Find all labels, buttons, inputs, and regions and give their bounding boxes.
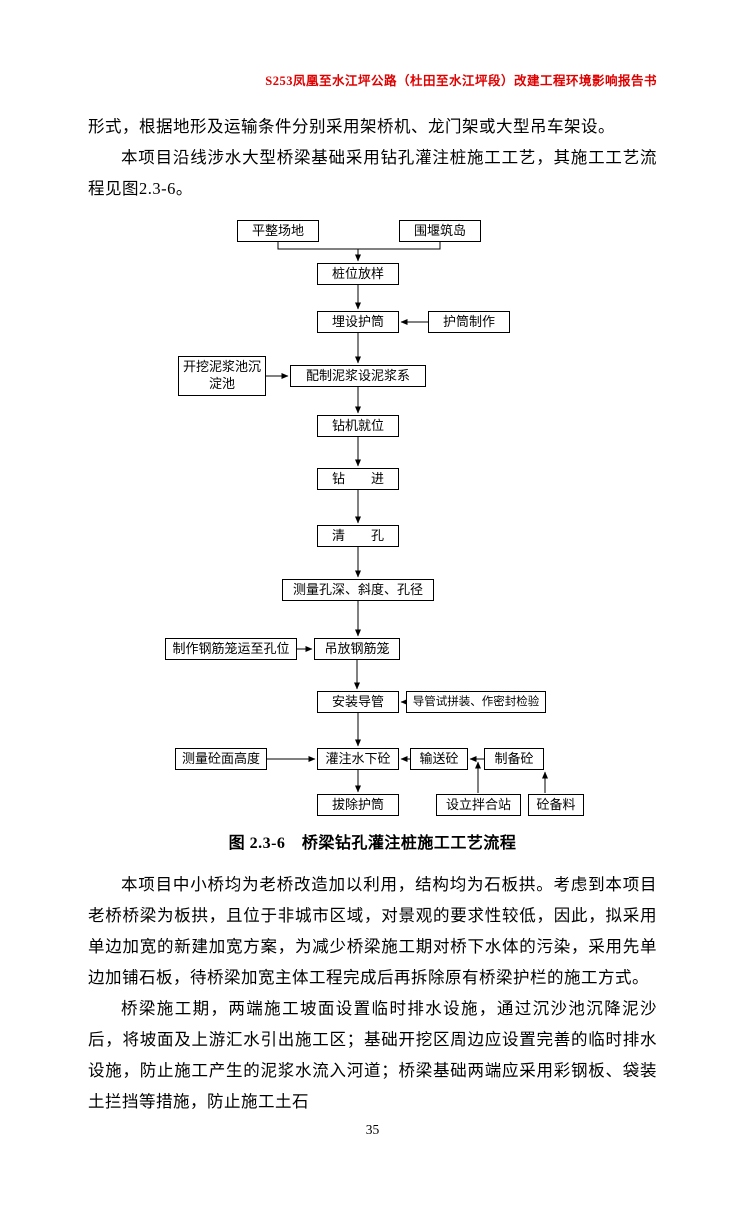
flow-node-conduit-test: 导管试拼装、作密封检验: [406, 691, 546, 713]
flow-node-casing-fabrication: 护筒制作: [428, 311, 510, 333]
body-text-top: 形式，根据地形及运输条件分别采用架桥机、龙门架或大型吊车架设。 本项目沿线涉水大…: [0, 111, 745, 204]
flow-node-mud-preparation: 配制泥浆设泥浆系: [290, 365, 426, 387]
paragraph-continuation: 形式，根据地形及运输条件分别采用架桥机、龙门架或大型吊车架设。: [88, 117, 615, 136]
body-text-bottom: 本项目中小桥均为老桥改造加以利用，结构均为石板拱。考虑到本项目老桥桥梁为板拱，且…: [0, 869, 745, 1117]
paragraph-intro-flowchart: 本项目沿线涉水大型桥梁基础采用钻孔灌注桩施工工艺，其施工工艺流程见图2.3-6。: [88, 148, 657, 198]
flow-node-measure-concrete-level: 测量砼面高度: [175, 748, 267, 770]
flow-node-cage-placing: 吊放钢筋笼: [314, 638, 400, 660]
pile-construction-flowchart: 平整场地 围堰筑岛 桩位放样 埋设护筒 护筒制作 开挖泥浆池沉淀池 配制泥浆设泥…: [0, 216, 745, 821]
flow-node-cage-fabrication: 制作钢筋笼运至孔位: [165, 638, 297, 660]
paragraph-construction-drainage: 桥梁施工期，两端施工坡面设置临时排水设施，通过沉沙池沉降泥沙后，将坡面及上游汇水…: [88, 999, 657, 1111]
flow-node-measure-hole: 测量孔深、斜度、孔径: [282, 579, 434, 601]
flow-node-convey-concrete: 输送砼: [410, 748, 468, 770]
flow-node-concrete-materials: 砼备料: [528, 794, 584, 816]
flow-node-hole-cleaning: 清 孔: [317, 525, 399, 547]
flow-node-mud-pool: 开挖泥浆池沉淀池: [178, 356, 266, 396]
page-number: 35: [365, 1122, 380, 1137]
flowchart-connector-lines: [266, 242, 548, 793]
figure-caption: 图 2.3-6 桥梁钻孔灌注桩施工工艺流程: [228, 835, 517, 852]
flow-node-mixing-station: 设立拌合站: [436, 794, 521, 816]
flow-node-remove-casing: 拔除护筒: [317, 794, 399, 816]
flow-node-drilling: 钻 进: [317, 468, 399, 490]
flow-node-prepare-concrete: 制备砼: [484, 748, 544, 770]
flow-node-rig-in-place: 钻机就位: [317, 415, 399, 437]
flow-node-pour-underwater-concrete: 灌注水下砼: [317, 748, 399, 770]
flow-node-level-site: 平整场地: [237, 220, 319, 242]
report-header-title: S253凤凰至水江坪公路（杜田至水江坪段）改建工程环境影响报告书: [265, 74, 657, 88]
flow-node-install-conduit: 安装导管: [317, 691, 399, 713]
paragraph-bridge-widening: 本项目中小桥均为老桥改造加以利用，结构均为石板拱。考虑到本项目老桥桥梁为板拱，且…: [88, 875, 657, 987]
flow-node-pile-layout: 桩位放样: [317, 263, 399, 285]
flow-node-bury-casing: 埋设护筒: [317, 311, 399, 333]
flow-node-cofferdam-island: 围堰筑岛: [399, 220, 481, 242]
